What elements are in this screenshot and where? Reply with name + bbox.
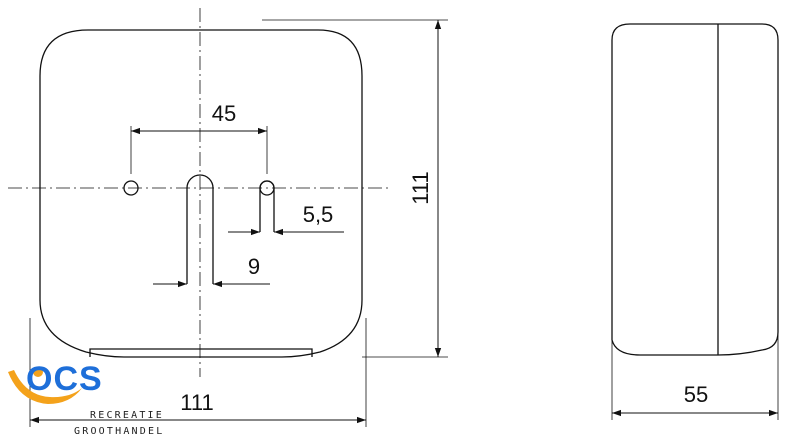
front-bottom-strip xyxy=(89,348,313,357)
dim-slot-width-label: 5,5 xyxy=(303,202,334,227)
center-slot xyxy=(186,174,214,284)
dim-hole-spacing-label: 45 xyxy=(212,101,236,126)
front-view xyxy=(8,8,448,427)
left-mounting-hole xyxy=(123,180,139,196)
right-slot xyxy=(259,180,275,232)
logo-letters: OCS xyxy=(26,360,103,398)
dim-center-slot-label: 9 xyxy=(248,254,260,279)
dim-height-label: 111 xyxy=(408,171,433,204)
logo-swoosh xyxy=(8,370,82,404)
front-body-outline xyxy=(39,29,363,358)
logo-line1: RECREATIE xyxy=(90,410,164,421)
side-body-outline xyxy=(611,23,779,356)
ocs-logo: OCS RECREATIE GROOTHANDEL xyxy=(8,360,164,437)
logo-line2: GROOTHANDEL xyxy=(74,426,164,437)
logo-dot xyxy=(33,367,43,377)
dim-depth-label: 55 xyxy=(684,382,708,407)
side-view xyxy=(611,23,779,420)
dim-width-label: 111 xyxy=(180,390,213,415)
